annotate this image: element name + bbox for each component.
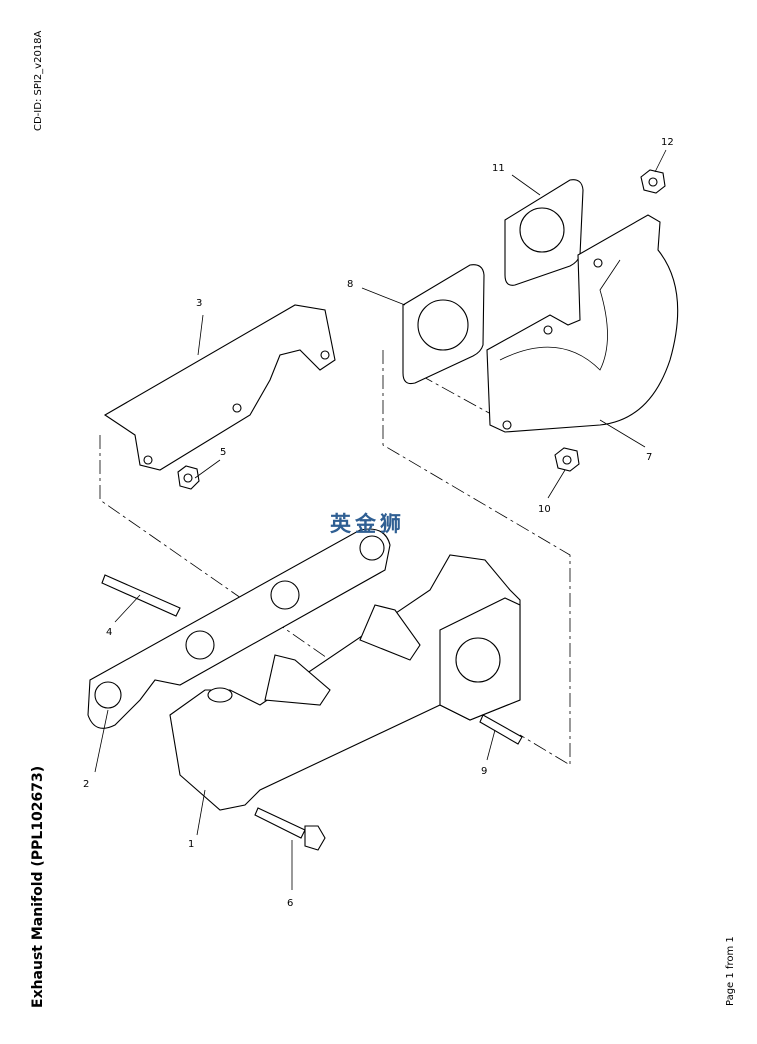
callout-8: 8 — [347, 279, 353, 290]
part-5-nut — [177, 465, 200, 490]
callout-12: 12 — [661, 137, 674, 148]
part-2-gasket — [87, 528, 391, 729]
part-7-elbow — [486, 214, 679, 433]
leader-lines — [94, 149, 667, 890]
callout-11: 11 — [492, 163, 505, 174]
callout-7: 7 — [646, 452, 652, 463]
callout-3: 3 — [196, 298, 202, 309]
part-4-stud — [101, 574, 181, 617]
assembly-line — [382, 350, 571, 766]
callout-4: 4 — [106, 627, 112, 638]
part-3-heat-shield — [103, 304, 336, 471]
callout-6: 6 — [287, 898, 293, 909]
callout-2: 2 — [83, 779, 89, 790]
callout-1: 1 — [188, 839, 194, 850]
part-8-gasket — [402, 264, 485, 385]
part-1-manifold — [169, 554, 521, 811]
callout-9: 9 — [481, 766, 487, 777]
part-10-nut — [554, 447, 580, 472]
callout-5: 5 — [220, 447, 226, 458]
part-11-gasket — [504, 179, 584, 286]
part-12-nut — [640, 169, 666, 194]
part-6-bolt — [254, 807, 326, 851]
watermark: 英金狮 — [330, 512, 405, 536]
part-9-stud — [479, 714, 523, 745]
callout-10: 10 — [538, 504, 551, 515]
